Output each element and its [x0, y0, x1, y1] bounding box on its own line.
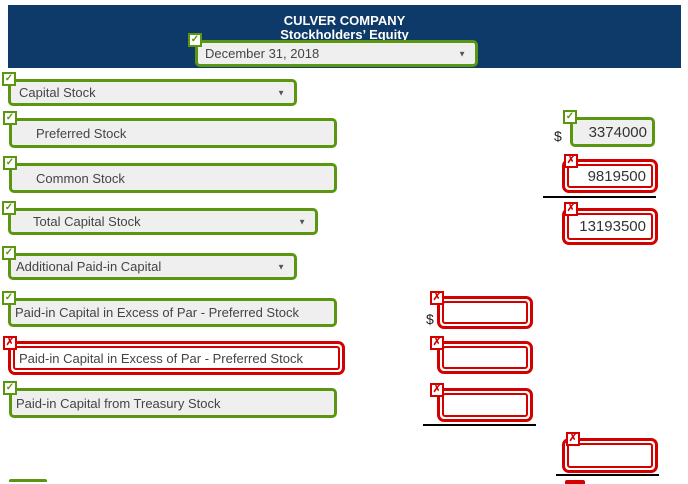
x-icon: ✗ — [3, 336, 17, 350]
pic-excess-preferred-2-amount-input[interactable] — [442, 346, 528, 369]
additional-paid-in-capital-select[interactable]: Additional Paid-in Capital ▼ — [8, 253, 297, 280]
dropdown-arrow-icon: ▼ — [277, 262, 285, 271]
total-rule — [556, 474, 659, 476]
pic-excess-preferred-2-label-input[interactable] — [13, 346, 340, 370]
dropdown-arrow-icon: ▼ — [277, 88, 285, 97]
company-name: CULVER COMPANY — [283, 13, 406, 28]
date-select-value: December 31, 2018 — [205, 46, 320, 61]
pic-excess-preferred-2-label-wrapper — [8, 341, 345, 375]
dropdown-arrow-icon: ▼ — [298, 217, 306, 226]
additional-paid-in-capital-select-value: Additional Paid-in Capital — [16, 259, 162, 274]
check-icon: ✓ — [2, 291, 16, 305]
total-capital-stock-amount-input[interactable] — [567, 213, 653, 240]
check-icon: ✓ — [563, 110, 577, 124]
cutoff-next-row-red — [565, 480, 585, 484]
x-icon: ✗ — [564, 202, 578, 216]
cutoff-next-row-green — [9, 479, 47, 482]
pic-treasury-amount-wrapper — [437, 388, 533, 422]
x-icon: ✗ — [430, 291, 444, 305]
total-capital-stock-amount-wrapper — [562, 208, 658, 245]
capital-stock-select-value: Capital Stock — [19, 85, 96, 100]
pic-excess-preferred-amount-input[interactable] — [442, 301, 528, 324]
statement-title: Stockholders’ Equity — [280, 27, 409, 42]
capital-stock-select[interactable]: Capital Stock ▼ — [8, 79, 297, 106]
pic-excess-preferred-amount-wrapper — [437, 296, 533, 329]
x-icon: ✗ — [564, 154, 578, 168]
preferred-stock-amount-input[interactable] — [570, 117, 655, 147]
check-icon: ✓ — [2, 246, 16, 260]
bottom-total-amount-wrapper — [562, 438, 658, 473]
pic-excess-preferred-2-amount-wrapper — [437, 341, 533, 374]
bottom-total-amount-input[interactable] — [567, 443, 653, 468]
total-capital-stock-select-value: Total Capital Stock — [33, 214, 141, 229]
common-stock-label-input[interactable] — [9, 163, 337, 193]
dollar-sign: $ — [426, 311, 434, 327]
check-icon: ✓ — [2, 72, 16, 86]
pic-treasury-amount-input[interactable] — [442, 393, 528, 417]
pic-treasury-label-input[interactable] — [9, 388, 337, 418]
common-stock-amount-wrapper — [562, 159, 658, 193]
dollar-sign: $ — [554, 128, 562, 144]
subtotal-rule — [423, 424, 536, 426]
x-icon: ✗ — [430, 383, 444, 397]
pic-excess-preferred-label-input[interactable] — [8, 298, 337, 327]
check-icon: ✓ — [3, 156, 17, 170]
x-icon: ✗ — [430, 336, 444, 350]
check-icon: ✓ — [188, 33, 202, 47]
total-capital-stock-select[interactable]: Total Capital Stock ▼ — [8, 208, 318, 235]
common-stock-amount-input[interactable] — [567, 164, 653, 188]
x-icon: ✗ — [566, 432, 580, 446]
preferred-stock-label-input[interactable] — [9, 118, 337, 148]
subtotal-rule — [543, 196, 656, 198]
check-icon: ✓ — [3, 381, 17, 395]
date-select[interactable]: December 31, 2018 ▼ — [195, 40, 478, 67]
check-icon: ✓ — [2, 201, 16, 215]
dropdown-arrow-icon: ▼ — [458, 49, 466, 58]
check-icon: ✓ — [3, 111, 17, 125]
